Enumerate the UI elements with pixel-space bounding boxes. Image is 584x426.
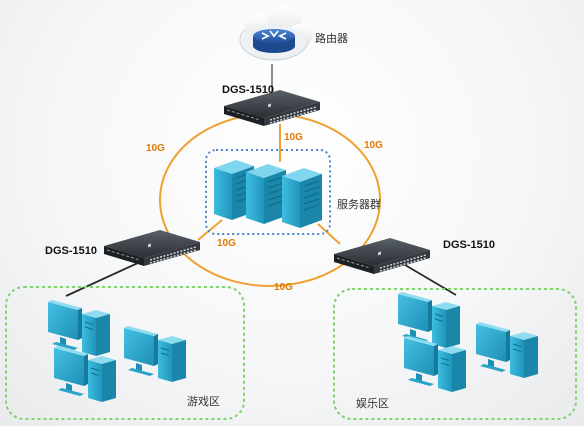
switch-right-icon: [333, 237, 431, 275]
router: 路由器: [239, 5, 348, 61]
link-left-switch-servers: [197, 219, 223, 241]
link-label-left-right: 10G: [274, 282, 293, 293]
link-label-top-left: 10G: [146, 143, 165, 154]
link-left-switch-game-zone: [65, 261, 141, 297]
game-zone: 游戏区: [5, 286, 245, 420]
switch-right: DGS-1510: [333, 237, 495, 275]
server-group-frame: [205, 149, 331, 235]
link-right-switch-ent-zone: [399, 261, 457, 296]
switch-top-label: DGS-1510: [222, 84, 274, 96]
pc-icon: [475, 321, 539, 379]
link-label-left-servers: 10G: [217, 238, 236, 249]
pc-icon: [123, 325, 187, 383]
router-icon: [253, 29, 295, 53]
router-label: 路由器: [315, 31, 348, 45]
link-right-switch-servers: [317, 223, 341, 245]
server-icon: [245, 163, 287, 225]
link-label-top-right: 10G: [364, 140, 383, 151]
game-zone-frame: [5, 286, 245, 420]
switch-left: DGS-1510: [45, 229, 201, 267]
link-label-top-down: 10G: [284, 132, 303, 143]
server-group: 服务器群: [205, 149, 381, 235]
entertainment-zone-frame: [333, 288, 577, 420]
game-zone-label: 游戏区: [187, 395, 220, 408]
entertainment-zone-label: 娱乐区: [356, 396, 389, 410]
switch-right-label: DGS-1510: [443, 239, 495, 251]
switch-left-label: DGS-1510: [45, 245, 97, 257]
switch-top: DGS-1510: [222, 84, 321, 127]
server-icon: [281, 167, 323, 229]
entertainment-zone: 娱乐区: [333, 288, 577, 420]
switch-left-icon: [103, 229, 201, 267]
pc-icon: [53, 345, 117, 403]
server-group-label: 服务器群: [337, 197, 381, 211]
